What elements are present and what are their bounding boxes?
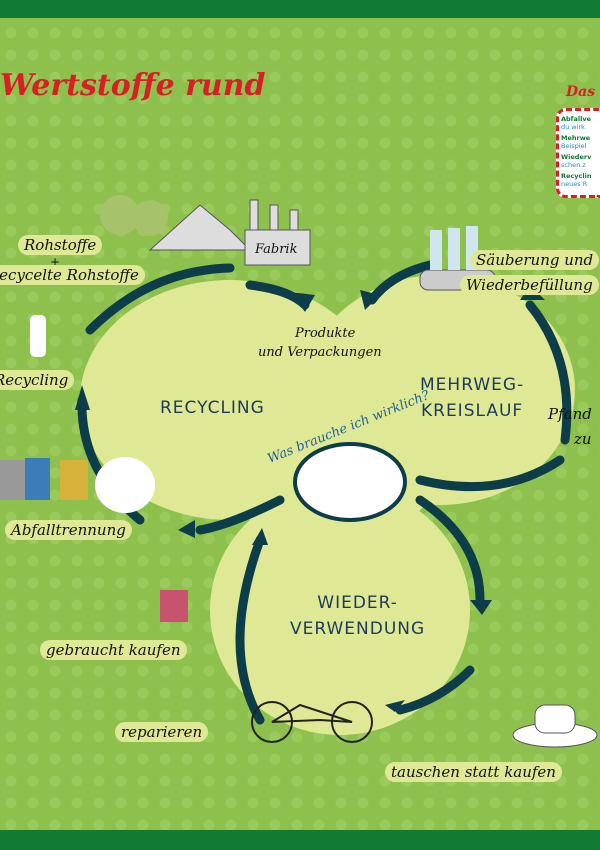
wv-line: VERWENDUNG <box>290 619 426 639</box>
label-verpackungen: und Verpackungen <box>258 345 382 360</box>
info-box-heading: Das <box>566 84 596 100</box>
label-fabrik: Fabrik <box>255 242 298 257</box>
factory-illustration <box>244 199 311 266</box>
label-tauschen: tauschen statt kaufen <box>385 762 562 782</box>
wiederverwendung-cloud <box>210 485 470 735</box>
arrow-right <box>525 300 572 445</box>
info-line: du wirk <box>561 123 585 131</box>
arrow-wv-left <box>235 535 265 725</box>
info-line: Beispiel <box>561 142 587 150</box>
label-wiederbefuellung: Wiederbefüllung <box>460 275 599 295</box>
sorting-bins-illustration <box>0 457 155 513</box>
label-saeuberung: Säuberung und <box>470 250 600 270</box>
wiederverwendung-cycle-label: WIEDER- VERWENDUNG <box>290 590 425 642</box>
bicycle-illustration <box>251 701 373 743</box>
mountain-trees-illustration <box>100 195 252 251</box>
arrow-wv-right <box>415 495 485 605</box>
dress-icon <box>160 590 188 622</box>
arrow-wv-bottom <box>395 665 475 715</box>
info-line: Abfallve <box>561 115 591 123</box>
label-pfand: Pfand <box>548 405 592 423</box>
label-produkte: Produkte <box>295 326 356 341</box>
label-recycelte-rohstoffe: recycelte Rohstoffe <box>0 265 145 285</box>
label-recycling: Recycling <box>0 370 75 390</box>
arrow-to-abfall <box>195 495 285 535</box>
label-plus: + <box>50 255 61 269</box>
arrow-mehrweg-down <box>415 455 565 492</box>
bottom-frame <box>0 830 600 850</box>
label-reparieren: reparieren <box>115 722 209 742</box>
top-frame <box>0 0 600 18</box>
info-line: schen z <box>561 161 586 169</box>
arrow-top-left <box>85 263 235 335</box>
wv-line: WIEDER- <box>317 593 398 613</box>
label-gebraucht-kaufen: gebraucht kaufen <box>40 640 187 660</box>
info-line: Recyclin <box>561 172 592 180</box>
label-zu: zu <box>574 430 592 448</box>
mehrweg-line: KREISLAUF <box>420 401 524 421</box>
info-line: Wiederv <box>561 153 592 161</box>
people-bubble <box>293 442 407 522</box>
mehrweg-cycle-label: MEHRWEG- KREISLAUF <box>420 372 524 424</box>
label-rohstoffe: Rohstoffe <box>18 235 103 255</box>
recycling-cycle-label: RECYCLING <box>160 398 265 418</box>
info-line: Mehrwe <box>561 134 591 142</box>
water-bottle-icon <box>30 315 46 357</box>
hat-illustration <box>512 704 598 748</box>
mehrweg-line: MEHRWEG- <box>420 375 525 395</box>
page-title: Wertstoffe rund <box>0 68 266 103</box>
info-line: neues R <box>561 180 588 188</box>
label-abfalltrennung: Abfalltrennung <box>5 520 132 540</box>
